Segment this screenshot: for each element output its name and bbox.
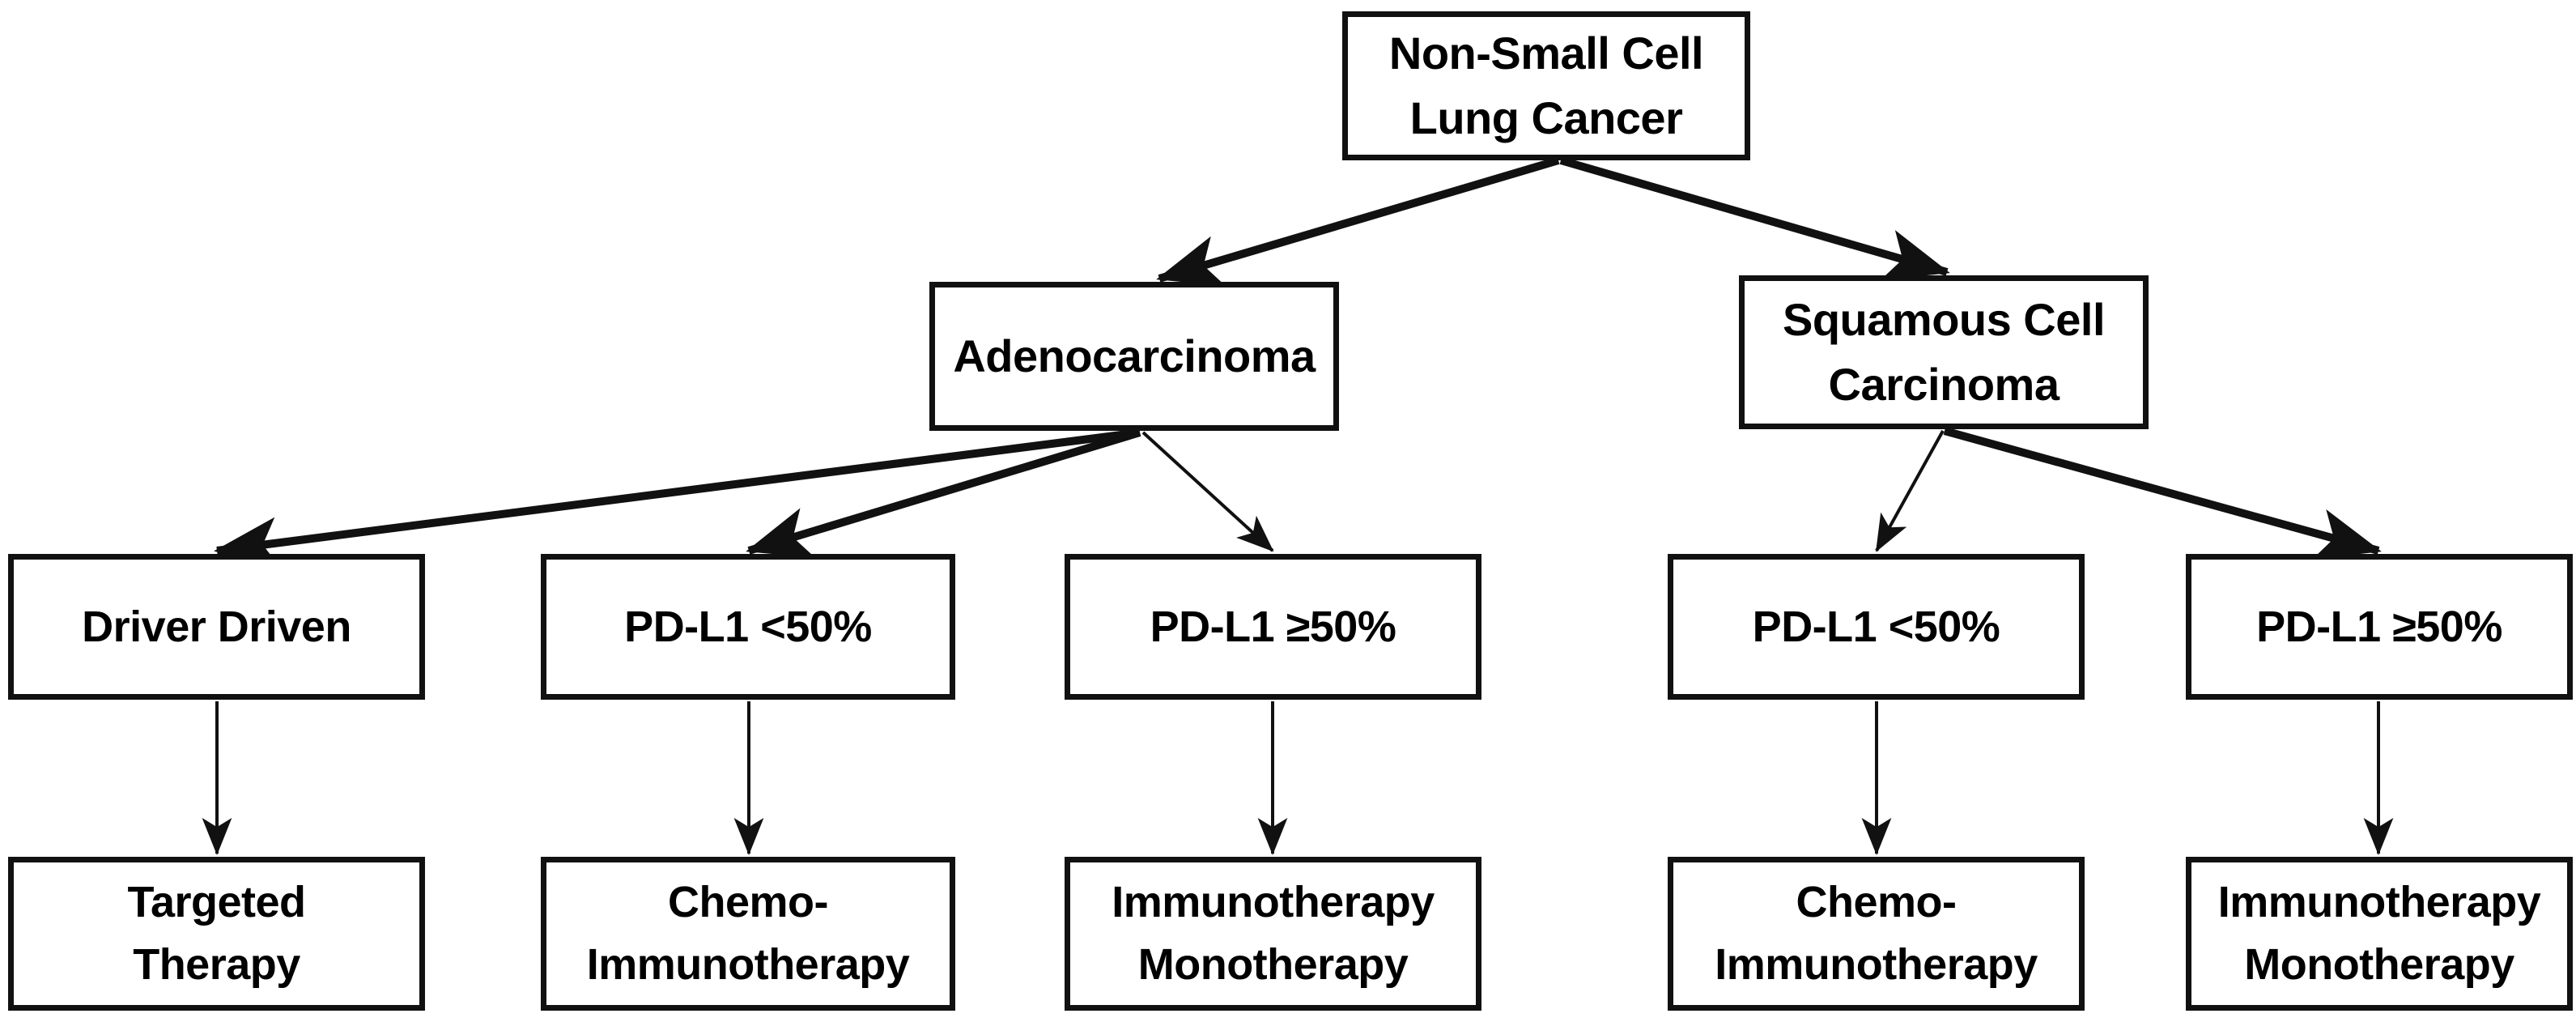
node-label-chemo-io-adeno: Chemo- Immunotherapy xyxy=(586,878,910,989)
edge-e-nsclc-squam xyxy=(1559,156,1950,280)
node-driver[interactable]: Driver Driven xyxy=(8,554,425,700)
node-squamous[interactable]: Squamous Cell Carcinoma xyxy=(1739,275,2149,429)
node-label-nsclc: Non-Small Cell Lung Cancer xyxy=(1388,28,1704,143)
node-label-chemo-io-squam: Chemo- Immunotherapy xyxy=(1715,878,2038,989)
edge-e-adeno-high xyxy=(1141,431,1274,552)
node-label-squam-pdl1-high: PD-L1 ≥50% xyxy=(2256,602,2502,651)
node-io-mono-squam[interactable]: Immunotherapy Monotherapy xyxy=(2186,857,2573,1011)
node-squam-pdl1-low[interactable]: PD-L1 <50% xyxy=(1668,554,2085,700)
node-chemo-io-adeno[interactable]: Chemo- Immunotherapy xyxy=(541,857,955,1011)
edge-e-adeno-driver xyxy=(214,428,1141,569)
node-chemo-io-squam[interactable]: Chemo- Immunotherapy xyxy=(1668,857,2085,1011)
node-label-squam-pdl1-low: PD-L1 <50% xyxy=(1752,602,2000,651)
node-squam-pdl1-high[interactable]: PD-L1 ≥50% xyxy=(2186,554,2573,700)
node-label-io-mono-squam: Immunotherapy Monotherapy xyxy=(2217,878,2541,989)
node-label-targeted: Targeted Therapy xyxy=(127,878,306,989)
node-adeno-pdl1-high[interactable]: PD-L1 ≥50% xyxy=(1065,554,1481,700)
node-label-adeno-pdl1-low: PD-L1 <50% xyxy=(624,602,872,651)
edge-e-adeno-low xyxy=(746,428,1141,558)
node-targeted[interactable]: Targeted Therapy xyxy=(8,857,425,1011)
edge-e-nsclc-adeno xyxy=(1156,156,1560,287)
node-label-squamous: Squamous Cell Carcinoma xyxy=(1782,294,2106,410)
node-io-mono-adeno[interactable]: Immunotherapy Monotherapy xyxy=(1065,857,1481,1011)
edge-e-squam-low xyxy=(1875,430,1945,552)
edge-e-squam-high xyxy=(1943,427,2382,560)
node-label-io-mono-adeno: Immunotherapy Monotherapy xyxy=(1112,878,1435,989)
node-label-adeno: Adenocarcinoma xyxy=(953,330,1316,382)
node-nsclc[interactable]: Non-Small Cell Lung Cancer xyxy=(1342,11,1750,160)
node-adeno[interactable]: Adenocarcinoma xyxy=(929,282,1339,431)
node-label-driver: Driver Driven xyxy=(82,602,351,651)
node-adeno-pdl1-low[interactable]: PD-L1 <50% xyxy=(541,554,955,700)
node-label-adeno-pdl1-high: PD-L1 ≥50% xyxy=(1150,602,1396,651)
